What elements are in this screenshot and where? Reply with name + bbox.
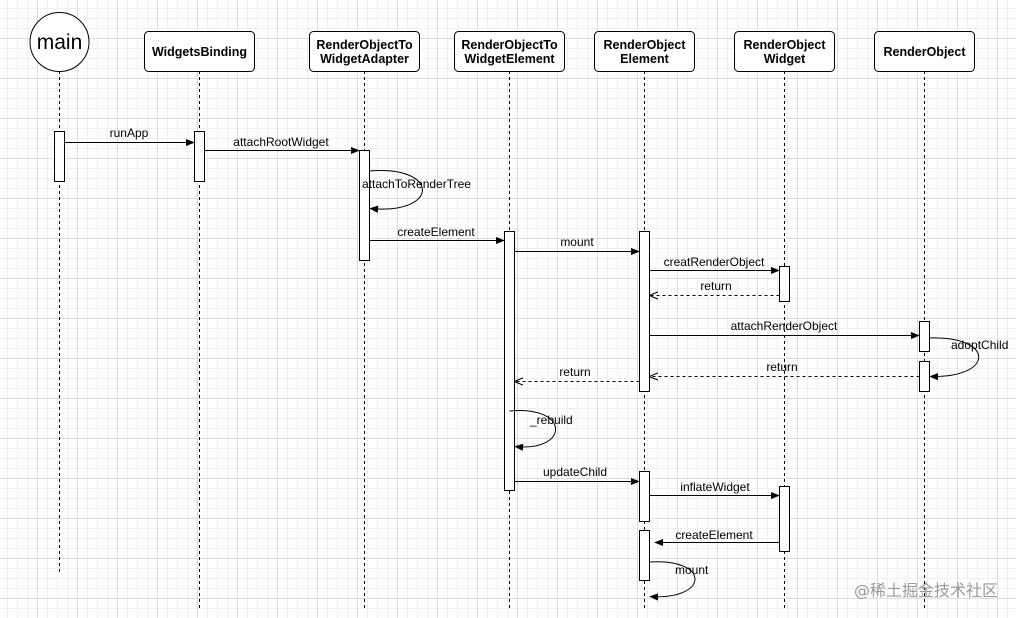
- participant-label-line1: RenderObjectTo: [461, 38, 558, 52]
- message-label-create-element-1: createElement: [397, 225, 475, 239]
- participant-box: [454, 31, 565, 72]
- message-label-mount-2: mount: [675, 563, 709, 577]
- activation-bar-main: [54, 131, 65, 182]
- participant-adapter: RenderObjectTo WidgetAdapter: [309, 31, 420, 72]
- participant-main-label: main: [37, 31, 83, 54]
- participant-label-line2: Widget: [764, 52, 806, 66]
- message-label-return-3: return: [559, 365, 590, 379]
- participant-box: [734, 31, 835, 72]
- message-label-create-element-2: createElement: [675, 528, 753, 542]
- activation-bar-adapter: [359, 150, 370, 261]
- message-arrow-attach-to-render-tree: [369, 170, 423, 213]
- participant-box: [594, 31, 695, 72]
- participant-label: WidgetsBinding: [152, 45, 247, 59]
- message-label-adopt-child: adoptChild: [951, 338, 1008, 352]
- participant-label-line1: RenderObject: [744, 38, 827, 52]
- message-arrow-rebuild: [509, 410, 556, 451]
- participant-widgets-binding: WidgetsBinding: [144, 31, 255, 72]
- message-label-return-2: return: [766, 360, 797, 374]
- participant-ro-widget: RenderObject Widget: [734, 31, 835, 72]
- participant-label-line2: WidgetAdapter: [320, 52, 409, 66]
- participant-label-line1: RenderObject: [604, 38, 687, 52]
- activation-bar-render-object-2: [919, 361, 930, 392]
- activation-bar-ro-element-2: [639, 471, 650, 522]
- participant-main: main: [29, 12, 90, 72]
- message-label-inflate-widget: inflateWidget: [680, 480, 750, 494]
- activation-bar-to-widget-element: [504, 231, 515, 491]
- message-label-mount-1: mount: [560, 235, 594, 249]
- message-arrow-mount-2: [649, 561, 696, 601]
- activation-bar-ro-widget-1: [779, 266, 790, 302]
- message-label-rebuild: _rebuild: [529, 413, 573, 427]
- activation-bar-ro-widget-2: [779, 486, 790, 552]
- participant-label-line2: Element: [620, 52, 669, 66]
- activation-bar-widgets-binding: [194, 131, 205, 182]
- participant-label-line2: WidgetElement: [464, 52, 555, 66]
- message-label-update-child: updateChild: [543, 465, 607, 479]
- participant-ro-element: RenderObject Element: [594, 31, 695, 72]
- watermark-text: @稀土掘金技术社区: [854, 581, 998, 600]
- participant-render-object: RenderObject: [874, 31, 975, 72]
- message-label-attach-render-object: attachRenderObject: [731, 319, 838, 333]
- message-label-attach-to-render-tree: attachToRenderTree: [362, 177, 471, 191]
- activation-bar-render-object-1: [919, 321, 930, 352]
- activation-bar-ro-element-3: [639, 530, 650, 581]
- participant-main-circle: [29, 12, 90, 72]
- message-label-creat-render-object: creatRenderObject: [664, 255, 765, 269]
- participant-box: [144, 31, 255, 72]
- message-label-run-app: runApp: [110, 126, 149, 140]
- participant-box: [874, 31, 975, 72]
- message-label-attach-root-widget: attachRootWidget: [233, 135, 329, 149]
- participant-box: [309, 31, 420, 72]
- message-label-return-1: return: [700, 279, 731, 293]
- participant-label-line1: RenderObjectTo: [316, 38, 413, 52]
- participant-label: RenderObject: [884, 45, 967, 59]
- activation-bar-ro-element-1: [639, 231, 650, 392]
- participant-to-widget-element: RenderObjectTo WidgetElement: [454, 31, 565, 72]
- message-arrow-adopt-child: [929, 337, 980, 381]
